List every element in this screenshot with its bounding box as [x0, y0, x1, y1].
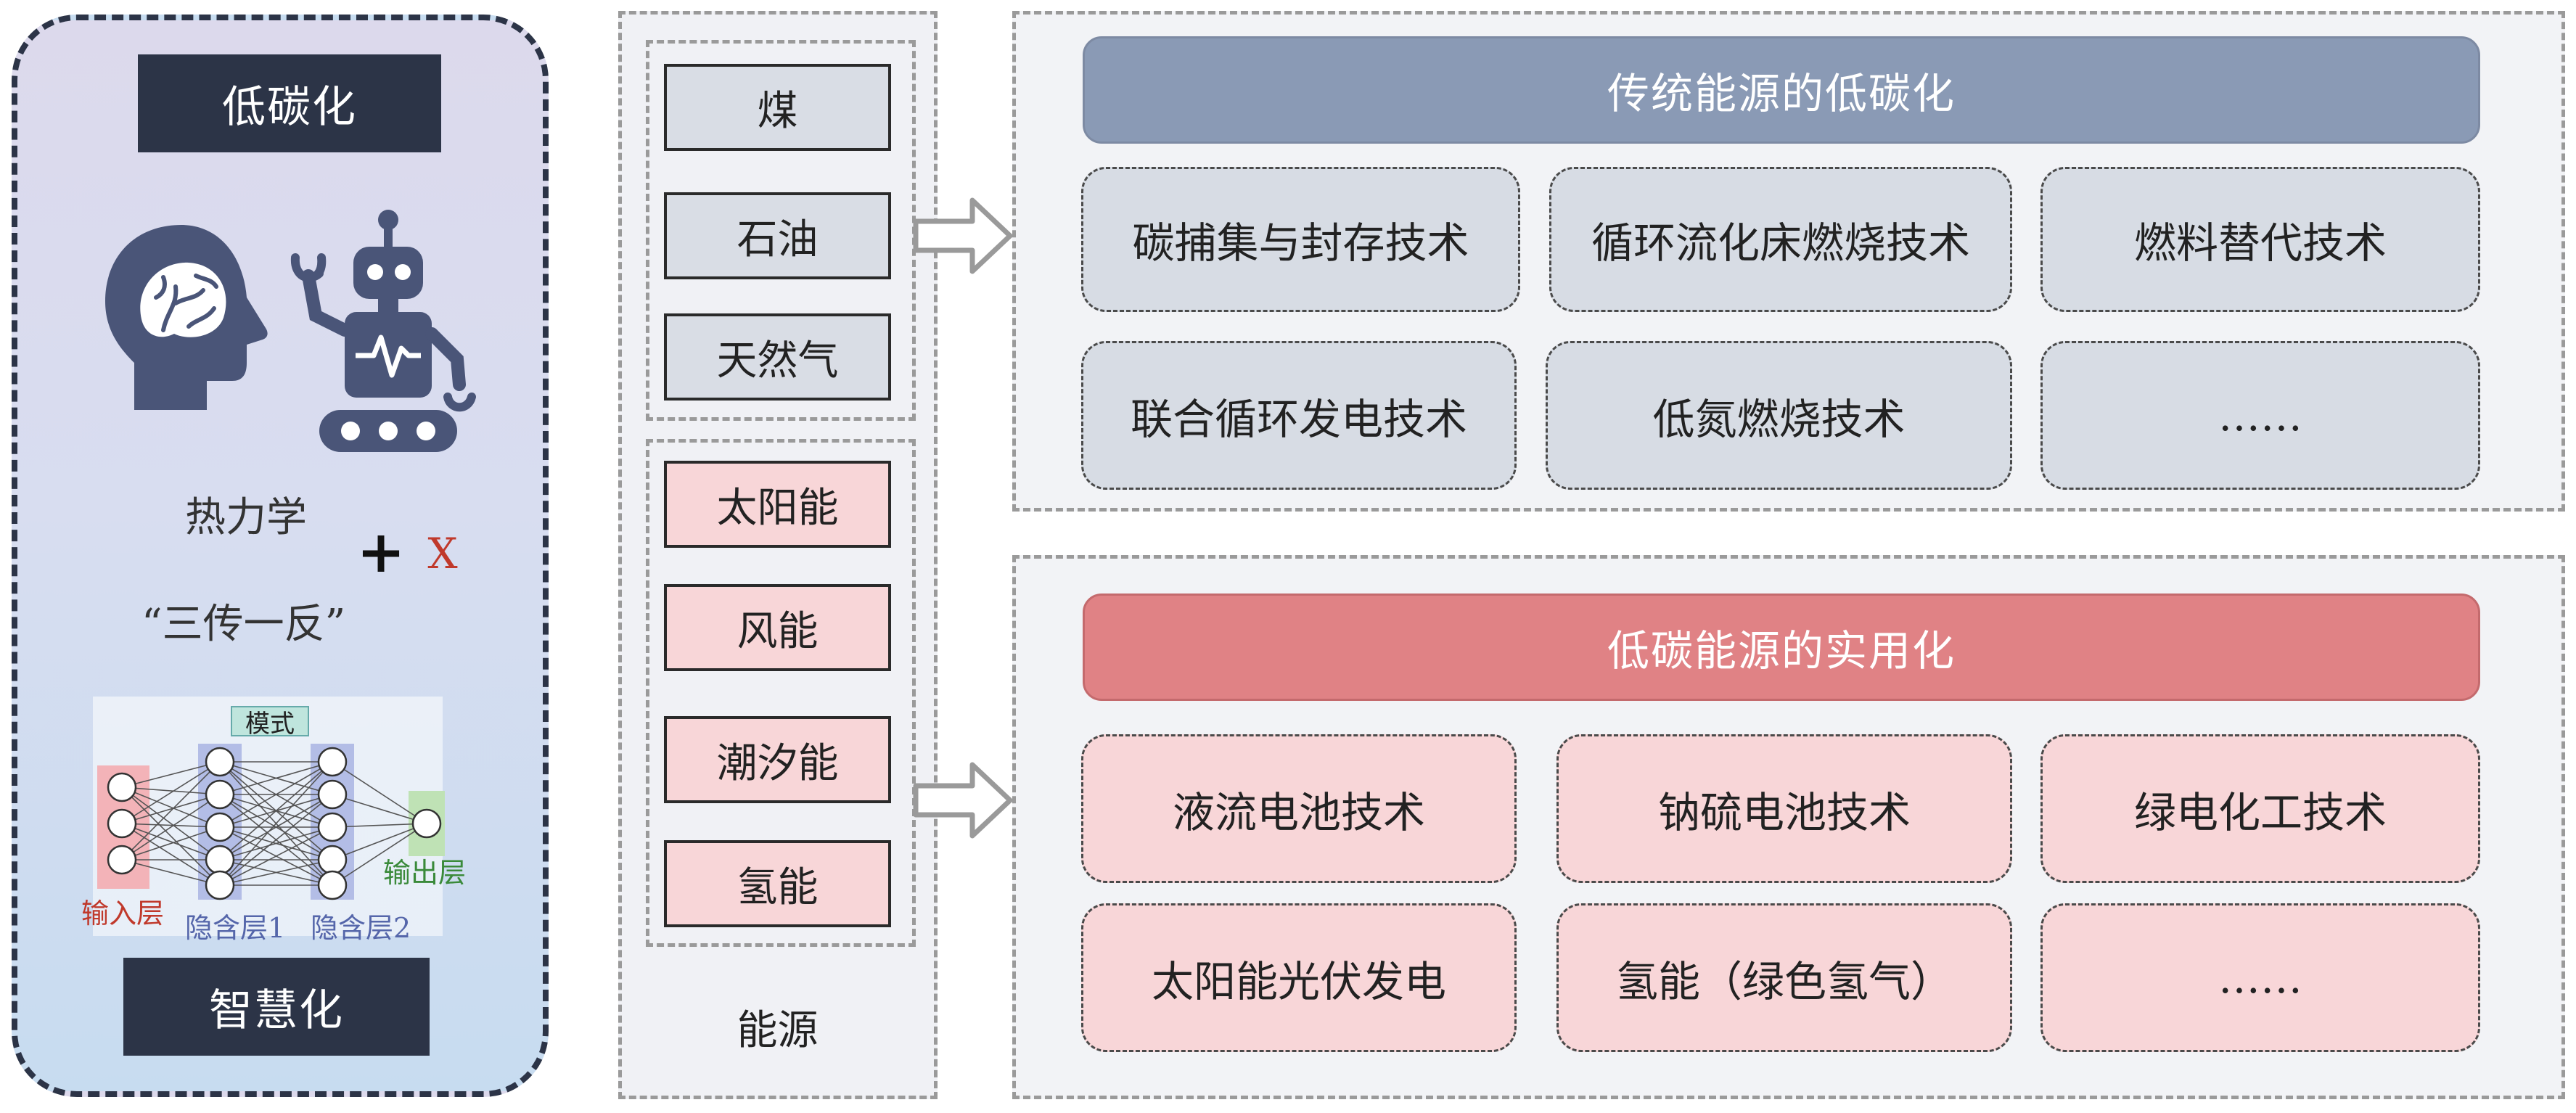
tech-fuel-substitution: 燃料替代技术	[2040, 167, 2480, 312]
tech-green-power-chemical: 绿电化工技术	[2040, 734, 2480, 883]
energy-oil: 石油	[664, 192, 891, 279]
tech-green-hydrogen: 氢能（绿色氢气）	[1556, 903, 2012, 1052]
tech-circulating-fluidized-bed: 循环流化床燃烧技术	[1549, 167, 2012, 312]
energy-coal: 煤	[664, 64, 891, 151]
input-layer-label: 输入层	[81, 898, 165, 929]
low-carbon-panel-title: 低碳能源的实用化	[1083, 594, 2480, 701]
tech-low-nox-combustion: 低氮燃烧技术	[1546, 341, 2012, 490]
energy-natural-gas: 天然气	[664, 313, 891, 401]
energy-caption: 能源	[737, 1006, 819, 1054]
tech-ccs: 碳捕集与封存技术	[1081, 167, 1520, 312]
thermodynamics-text: 热力学	[185, 494, 307, 541]
neural-network-graph	[97, 744, 445, 900]
traditional-panel-title: 传统能源的低碳化	[1083, 36, 2480, 144]
energy-hydrogen: 氢能	[664, 840, 891, 927]
robot-icon	[290, 210, 476, 452]
tech-more-ellipsis: ……	[2040, 341, 2480, 490]
tech-sodium-sulfur-battery: 钠硫电池技术	[1556, 734, 2012, 883]
x-symbol: X	[427, 529, 458, 578]
tech-solar-pv: 太阳能光伏发电	[1081, 903, 1517, 1052]
arrow-right-icon	[913, 197, 1013, 274]
mode-label: 模式	[231, 706, 309, 739]
tech-combined-cycle: 联合循环发电技术	[1081, 341, 1517, 490]
arrow-right-icon	[913, 762, 1013, 839]
energy-tidal: 潮汐能	[664, 716, 891, 803]
tech-flow-battery: 液流电池技术	[1081, 734, 1517, 883]
hidden-layer-1-label: 隐含层1	[185, 912, 286, 944]
intelligent-label: 智慧化	[123, 958, 430, 1056]
output-layer-label: 输出层	[383, 857, 467, 889]
energy-wind: 风能	[664, 584, 891, 671]
three-transfers-one-reaction-text: “三传一反”	[141, 601, 346, 648]
energy-solar: 太阳能	[664, 461, 891, 548]
low-carbon-energy-group	[646, 439, 916, 947]
hidden-layer-2-label: 隐含层2	[311, 912, 411, 944]
low-carbon-label: 低碳化	[138, 54, 441, 152]
plus-sign: +	[356, 517, 406, 586]
tech-more-ellipsis: ……	[2040, 903, 2480, 1052]
brain-head-icon	[105, 225, 268, 410]
